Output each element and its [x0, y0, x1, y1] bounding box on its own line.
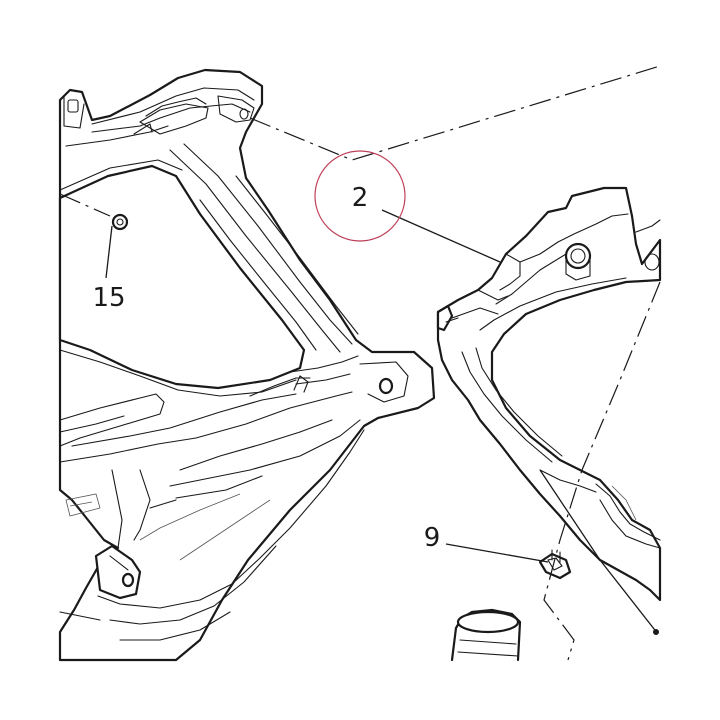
leader-lines [105, 209, 659, 635]
callout-label-15[interactable]: 15 [92, 283, 125, 313]
leader-end-dot [653, 629, 659, 635]
callout-label-9[interactable]: 9 [424, 523, 441, 553]
right-cover-part [436, 186, 662, 602]
left-frame-part [58, 68, 436, 662]
callout-label-2[interactable]: 2 [352, 183, 369, 213]
assembly-lines [59, 65, 661, 661]
callout-highlight-circle [314, 150, 406, 242]
fastener-15 [111, 213, 129, 231]
fastener-9 [538, 549, 572, 580]
pipe-part [450, 608, 522, 662]
